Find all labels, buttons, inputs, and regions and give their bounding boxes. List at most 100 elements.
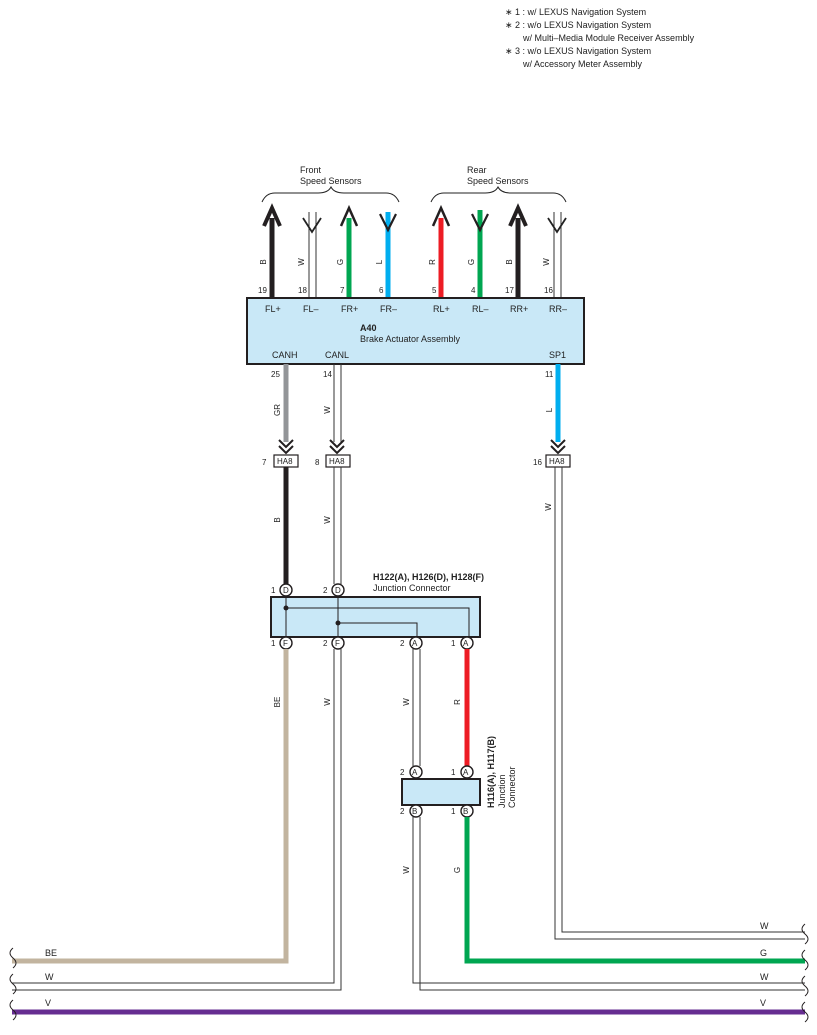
svg-text:16: 16	[544, 286, 553, 295]
svg-text:7: 7	[340, 286, 345, 295]
svg-text:W: W	[544, 503, 553, 511]
svg-text:A: A	[412, 768, 418, 777]
jc1-title: H122(A), H126(D), H128(F)	[373, 572, 484, 582]
wire-canh-gr	[278, 364, 294, 455]
svg-text:FR+: FR+	[341, 304, 358, 314]
svg-text:F: F	[283, 639, 288, 648]
a40-code: A40	[360, 323, 377, 333]
wire-sp1-l	[550, 364, 566, 455]
svg-text:B: B	[273, 517, 282, 522]
svg-text:17: 17	[505, 286, 514, 295]
svg-text:RR–: RR–	[549, 304, 567, 314]
svg-text:FL–: FL–	[303, 304, 319, 314]
svg-text:RL+: RL+	[433, 304, 450, 314]
bus-label-be-left: BE	[45, 948, 57, 958]
svg-text:8: 8	[315, 458, 320, 467]
a40-brake-actuator: FL+ FL– FR+ FR– RL+ RL– RR+ RR– A40 Brak…	[246, 297, 585, 365]
a40-name: Brake Actuator Assembly	[360, 334, 461, 344]
svg-text:A: A	[463, 639, 469, 648]
a40-bottom-pin-numbers: 25 14 11	[271, 370, 554, 379]
jc2-subtitle-1: Junction	[497, 774, 507, 808]
svg-text:19: 19	[258, 286, 267, 295]
svg-text:D: D	[283, 586, 289, 595]
svg-text:W: W	[323, 516, 332, 524]
svg-text:G: G	[336, 259, 345, 265]
svg-text:2: 2	[400, 807, 405, 816]
svg-text:1: 1	[271, 639, 276, 648]
wire-fr-plus	[339, 204, 359, 298]
svg-text:Speed Sensors: Speed Sensors	[467, 176, 529, 186]
wire-sp1-w-to-bus	[554, 467, 805, 940]
bus-label-v-right: V	[760, 998, 766, 1008]
svg-text:18: 18	[298, 286, 307, 295]
wire-be-to-bus	[12, 649, 289, 964]
svg-text:G: G	[467, 259, 476, 265]
svg-text:1: 1	[451, 639, 456, 648]
svg-text:1: 1	[271, 586, 276, 595]
svg-text:HA8: HA8	[277, 457, 293, 466]
wire-ha8-w-to-jc	[333, 467, 342, 584]
svg-text:2: 2	[400, 639, 405, 648]
ha8-connector-pin7: 7 HA8	[262, 454, 299, 468]
wire-rl-plus	[431, 204, 451, 298]
bus-label-v-left: V	[45, 998, 51, 1008]
ha8-wire-labels: B W W	[273, 503, 553, 524]
wire-w-jc1f-to-bus	[12, 649, 342, 991]
top-wire-labels: B W G L R G B W	[259, 258, 551, 266]
svg-text:W: W	[323, 698, 332, 706]
rear-speed-sensors-label: Rear Speed Sensors	[430, 165, 567, 203]
jc2-wire-labels: W G	[402, 866, 462, 874]
ha8-connector-pin8: 8 HA8	[315, 454, 351, 468]
jc2-title: H116(A), H117(B)	[486, 736, 496, 808]
a40-bottom-wire-labels: GR W L	[273, 404, 554, 416]
jc1-wire-labels: BE W W R	[273, 697, 462, 708]
bus-label-w-left: W	[45, 972, 54, 982]
svg-text:1: 1	[451, 807, 456, 816]
svg-text:W: W	[402, 698, 411, 706]
note-1: ∗ 1 : w/ LEXUS Navigation System	[505, 7, 646, 17]
wire-canl-w	[329, 364, 345, 455]
svg-text:W: W	[542, 258, 551, 266]
svg-text:Rear: Rear	[467, 165, 487, 175]
svg-text:B: B	[412, 807, 417, 816]
note-2: ∗ 2 : w/o LEXUS Navigation System	[505, 20, 651, 30]
wire-fr-minus	[379, 212, 397, 298]
wire-g-jc2b-to-bus	[464, 817, 805, 964]
break-marks-right	[801, 923, 809, 1023]
bus-labels: W G BE W W V V	[45, 921, 769, 1008]
svg-text:L: L	[375, 259, 384, 264]
svg-text:4: 4	[471, 286, 476, 295]
wire-fl-plus	[262, 203, 282, 298]
note-3-sub: w/ Accessory Meter Assembly	[522, 59, 643, 69]
svg-text:B: B	[259, 259, 268, 264]
svg-text:L: L	[545, 407, 554, 412]
svg-text:1: 1	[451, 768, 456, 777]
svg-text:RL–: RL–	[472, 304, 489, 314]
svg-text:CANH: CANH	[272, 350, 298, 360]
svg-text:25: 25	[271, 370, 280, 379]
svg-text:R: R	[428, 259, 437, 265]
svg-text:A: A	[463, 768, 469, 777]
svg-text:16: 16	[533, 458, 542, 467]
bus-label-w-right-1: W	[760, 921, 769, 931]
svg-text:HA8: HA8	[329, 457, 345, 466]
svg-text:B: B	[505, 259, 514, 264]
wire-rr-minus	[547, 212, 567, 298]
svg-text:W: W	[297, 258, 306, 266]
svg-text:2: 2	[400, 768, 405, 777]
svg-text:W: W	[402, 866, 411, 874]
front-speed-sensors-label: Front Speed Sensors	[261, 165, 400, 203]
notes: ∗ 1 : w/ LEXUS Navigation System ∗ 2 : w…	[505, 7, 695, 69]
break-marks-left	[9, 947, 17, 1021]
svg-text:HA8: HA8	[549, 457, 565, 466]
wire-fl-minus	[302, 212, 322, 298]
ha8-connector-pin16: 16 HA8	[533, 454, 571, 468]
bus-label-w-right-2: W	[760, 972, 769, 982]
svg-text:7: 7	[262, 458, 267, 467]
wire-w-jc1a-to-jc2	[412, 649, 421, 766]
wire-rl-minus	[471, 210, 489, 298]
svg-text:5: 5	[432, 286, 437, 295]
top-pin-numbers: 19 18 7 6 5 4 17 16	[258, 286, 553, 295]
svg-text:FR–: FR–	[380, 304, 397, 314]
